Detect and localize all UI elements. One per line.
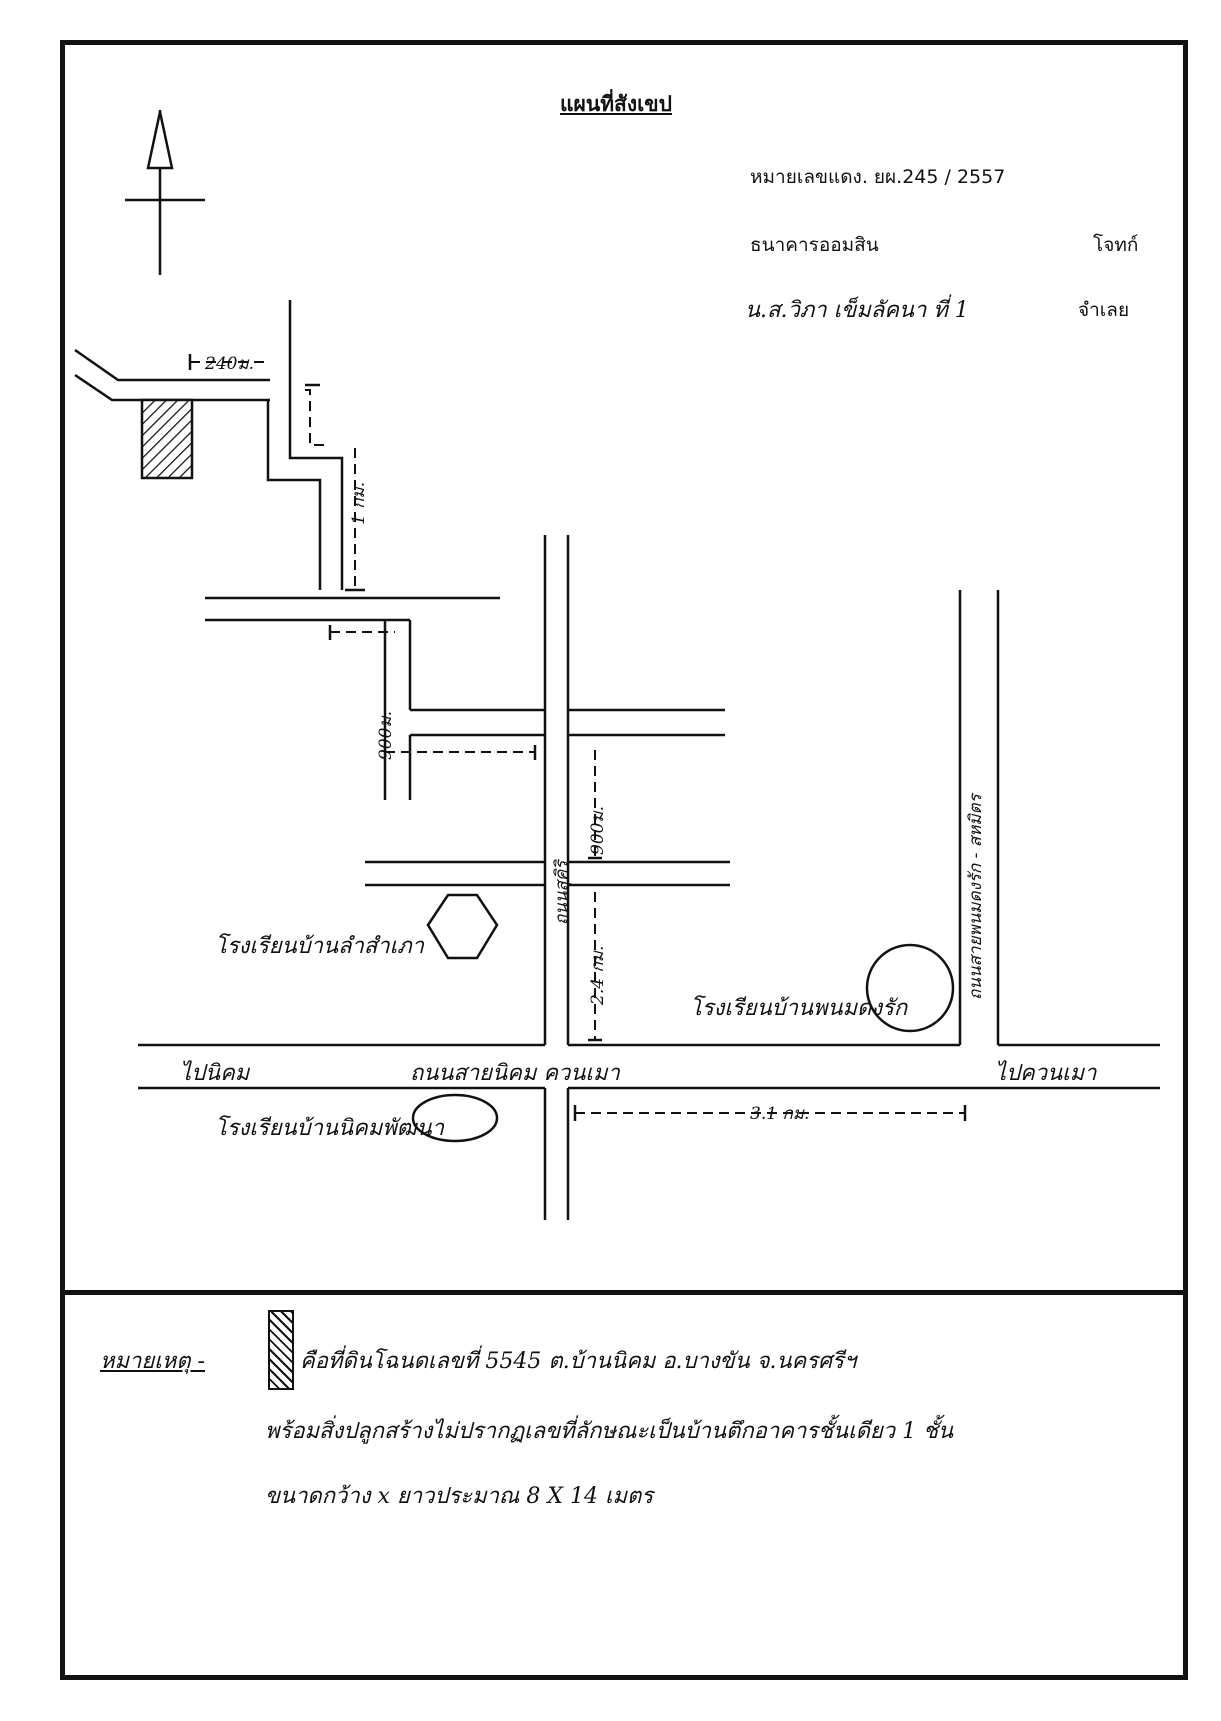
legend-parcel-swatch [268,1310,294,1390]
page-frame [60,40,1188,1680]
plaintiff-role: โจทก์ [1093,234,1139,256]
distance-1km: 1 กม. [349,481,369,525]
road-center-label: ถนนสุคิริ [552,860,572,925]
school-3-label: โรงเรียนบ้านนิคมพัฒนา [215,1116,445,1141]
defendant-name: น.ส.วิภา เข็มลัคนา ที่ 1 [745,298,969,323]
legend-divider [60,1290,1188,1295]
distance-24km: 2.4 กม. [588,945,608,1005]
defendant-role: จำเลย [1078,299,1130,321]
school-2-label: โรงเรียนบ้านพนมดงรัก [690,996,908,1021]
land-parcel-icon [140,398,194,480]
distance-31km: 3.1 กม. [750,1104,810,1124]
legend-line-1: คือที่ดินโฉนดเลขที่ 5545 ต.บ้านนิคม อ.บา… [300,1349,857,1374]
road-right-label: ถนนสายพนมดงรัก - สหมิตร [966,794,986,1000]
school-1-hexagon-icon [426,893,499,960]
distance-top-left: 240ม. [205,354,255,374]
to-left-label: ไปนิคม [180,1061,250,1086]
legend-line-2: พร้อมสิ่งปลูกสร้างไม่ปรากฏเลขที่ลักษณะเป… [265,1419,954,1444]
plaintiff-name: ธนาคารออมสิน [750,234,879,256]
main-road-label: ถนนสายนิคม ควนเมา [410,1061,620,1086]
distance-900m-left: 900ม. [376,710,396,760]
page-title: แผนที่สังเขป [560,92,672,116]
legend-label: หมายเหตุ - [100,1349,205,1374]
school-3-ellipse-icon [411,1093,499,1143]
north-arrow-icon [125,110,205,275]
to-right-label: ไปควนเมา [995,1061,1097,1086]
school-2-circle-icon [865,943,955,1033]
distance-900m-center: 900ม. [588,805,608,855]
legend-line-3: ขนาดกว้าง x ยาวประมาณ 8 X 14 เมตร [265,1484,654,1509]
case-number: หมายเลขแดง. ยผ.245 / 2557 [750,166,1006,188]
school-1-label: โรงเรียนบ้านลำสำเภา [215,934,424,959]
